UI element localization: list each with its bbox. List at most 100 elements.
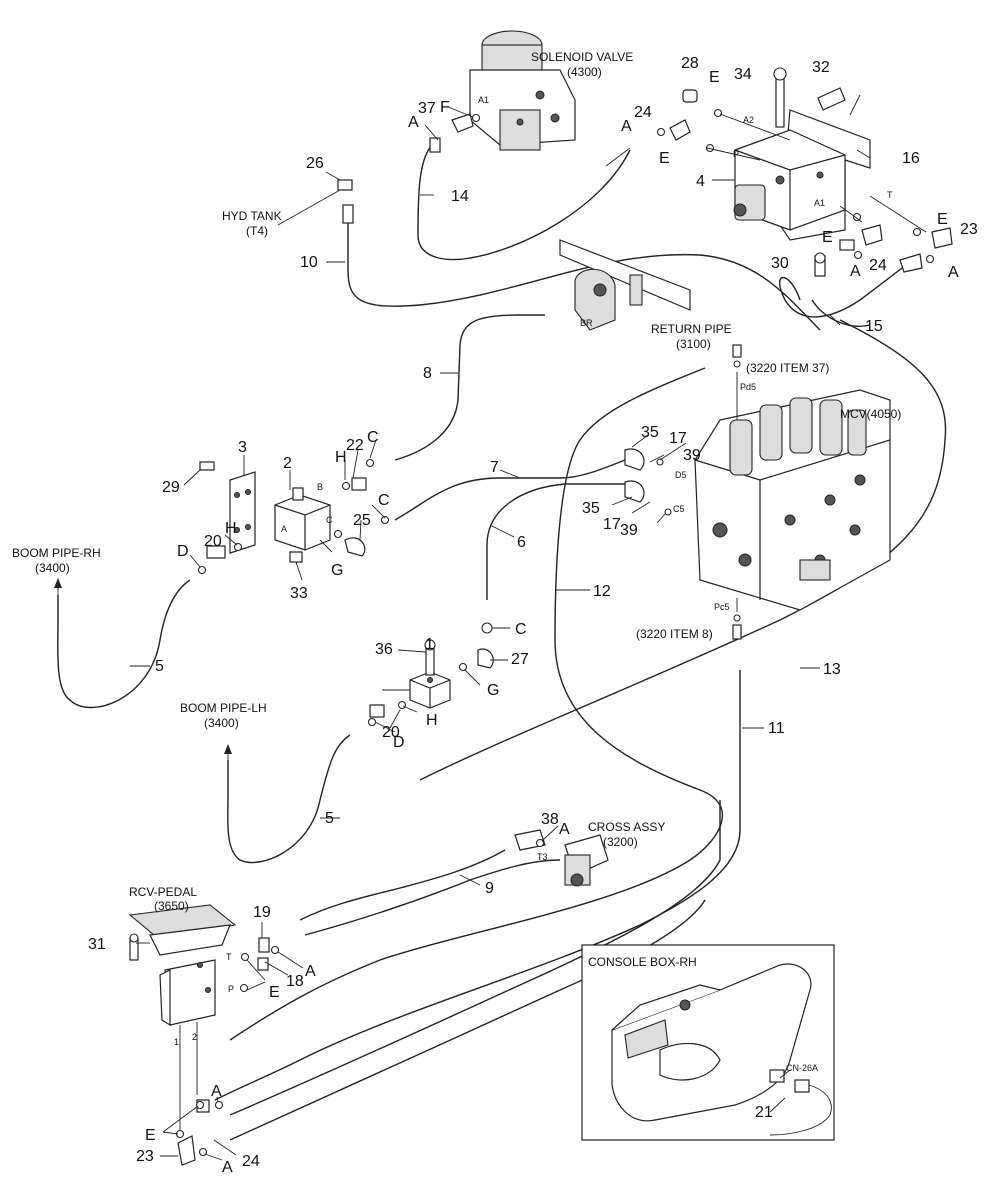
part-number-17-upper: 17 — [669, 430, 687, 447]
part-number-5-rh: 5 — [155, 658, 164, 675]
caption-return-pipe-code: (3100) — [676, 337, 711, 351]
port-a: A — [281, 524, 287, 534]
port-pedal-t: T — [226, 952, 232, 962]
part-number-30: 30 — [771, 255, 789, 272]
part-number-12: 12 — [593, 583, 611, 600]
part-number-26: 26 — [306, 155, 324, 172]
port-pedal-1: 1 — [174, 1037, 179, 1047]
part-number-20-lower: 20 — [382, 724, 400, 741]
block-port-labels: A2 P A1 T — [733, 115, 893, 208]
part-number-31: 31 — [88, 936, 106, 953]
part-number-25: 25 — [353, 512, 371, 529]
leader-lines — [130, 94, 927, 1161]
hoses — [57, 144, 947, 1141]
part-number-32: 32 — [812, 59, 830, 76]
port-b: B — [317, 482, 323, 492]
part-number-19: 19 — [253, 904, 271, 921]
part-numbers: 1 2 3 4 5 5 6 7 8 9 10 11 12 13 14 15 16… — [88, 55, 978, 1170]
seal-letter-f: F — [440, 99, 450, 116]
hose-10 — [347, 215, 821, 331]
seal-letter-g-25: G — [331, 562, 343, 579]
part-number-8: 8 — [423, 365, 432, 382]
port-a2: A2 — [743, 115, 754, 125]
port-pd5: Pd5 — [740, 382, 756, 392]
hose-11 — [214, 670, 741, 1101]
caption-solenoid-valve: SOLENOID VALVE — [531, 50, 633, 64]
part-number-33: 33 — [290, 585, 308, 602]
seal-letter-a-18: A — [305, 963, 316, 980]
part-number-15: 15 — [865, 318, 883, 335]
seal-letter-h-20: H — [225, 520, 237, 537]
part-number-34: 34 — [734, 66, 752, 83]
valve-2-assembly: B A C — [199, 461, 333, 563]
return-pipe: BR — [559, 239, 691, 331]
caption-cross-assy: CROSS ASSY — [588, 820, 665, 834]
part-number-1: 1 — [425, 636, 434, 653]
port-c5: C5 — [673, 504, 685, 514]
part-number-27: 27 — [511, 651, 529, 668]
port-t: T — [887, 190, 893, 200]
hose-14 — [417, 144, 631, 261]
port-t3: T3 — [537, 852, 548, 862]
part-number-4: 4 — [696, 173, 705, 190]
part-number-35-lower: 35 — [582, 500, 600, 517]
rcv-pedal: T P 1 2 — [128, 904, 237, 1130]
caption-connector: CN-26A — [786, 1063, 818, 1073]
part-number-36: 36 — [375, 641, 393, 658]
part-number-24-right: 24 — [869, 257, 887, 274]
caption-cross-assy-code: (3200) — [603, 835, 638, 849]
caption-boom-pipe-rh-code: (3400) — [35, 561, 70, 575]
mcv-fittings — [624, 344, 742, 640]
caption-boom-pipe-lh: BOOM PIPE-LH — [180, 701, 267, 715]
seal-letter-a-24: A — [621, 118, 632, 135]
part-number-5-lh: 5 — [325, 810, 334, 827]
seal-letter-a-lower: A — [211, 1083, 222, 1100]
part-number-11: 11 — [768, 720, 785, 737]
part-number-2: 2 — [283, 455, 292, 472]
seal-letter-d-20: D — [177, 543, 189, 560]
caption-boom-pipe-lh-code: (3400) — [204, 716, 239, 730]
solenoid-valve: A1 — [469, 30, 576, 151]
caption-mcv: MCV(4050) — [840, 407, 901, 421]
caption-return-pipe: RETURN PIPE — [651, 322, 732, 336]
hose-12 — [229, 367, 723, 1041]
seal-letter-a-38: A — [559, 821, 570, 838]
part-number-38: 38 — [541, 811, 559, 828]
caption-hyd-tank: HYD TANK — [222, 209, 282, 223]
mcv-4050: Pd5 D5 C5 Pc5 — [673, 382, 891, 612]
seal-letter-a-24r: A — [850, 263, 861, 280]
caption-console-box: CONSOLE BOX-RH — [588, 955, 697, 969]
cross-assy: T3 — [514, 829, 609, 887]
arrows — [54, 578, 232, 760]
caption-rcv-pedal-code: (3650) — [154, 899, 189, 913]
seal-letter-h-1: H — [426, 712, 438, 729]
part-number-17-lower: 17 — [603, 516, 621, 533]
port-a1-solenoid: A1 — [478, 95, 489, 105]
hose-9 — [299, 849, 506, 921]
part-number-21: 21 — [755, 1104, 773, 1121]
seal-letter-e-p: E — [659, 150, 670, 167]
part-number-6: 6 — [517, 534, 526, 551]
part-number-29: 29 — [162, 479, 180, 496]
part-number-23-upper: 23 — [960, 221, 978, 238]
part-number-35-upper: 35 — [641, 424, 659, 441]
part-number-39-upper: 39 — [683, 447, 701, 464]
valve-block-4 — [733, 67, 871, 241]
part-number-22: 22 — [346, 437, 364, 454]
port-d5: D5 — [675, 470, 687, 480]
seal-letter-e-pedal: E — [269, 984, 280, 1001]
seal-letter-e-lower: E — [145, 1127, 156, 1144]
seal-letter-e-23: E — [937, 211, 948, 228]
hose-5-rh — [57, 579, 191, 709]
part-number-10: 10 — [300, 254, 318, 271]
seal-letter-e-top: E — [709, 69, 720, 86]
port-p: P — [733, 149, 739, 159]
seal-rings — [175, 108, 935, 1157]
captions: SOLENOID VALVE (4300) HYD TANK (T4) RETU… — [12, 50, 901, 1073]
seal-letter-c-25: C — [378, 492, 390, 509]
part-number-3: 3 — [238, 439, 247, 456]
part-number-23-lower: 23 — [136, 1148, 154, 1165]
seal-letter-c-6: C — [515, 621, 527, 638]
